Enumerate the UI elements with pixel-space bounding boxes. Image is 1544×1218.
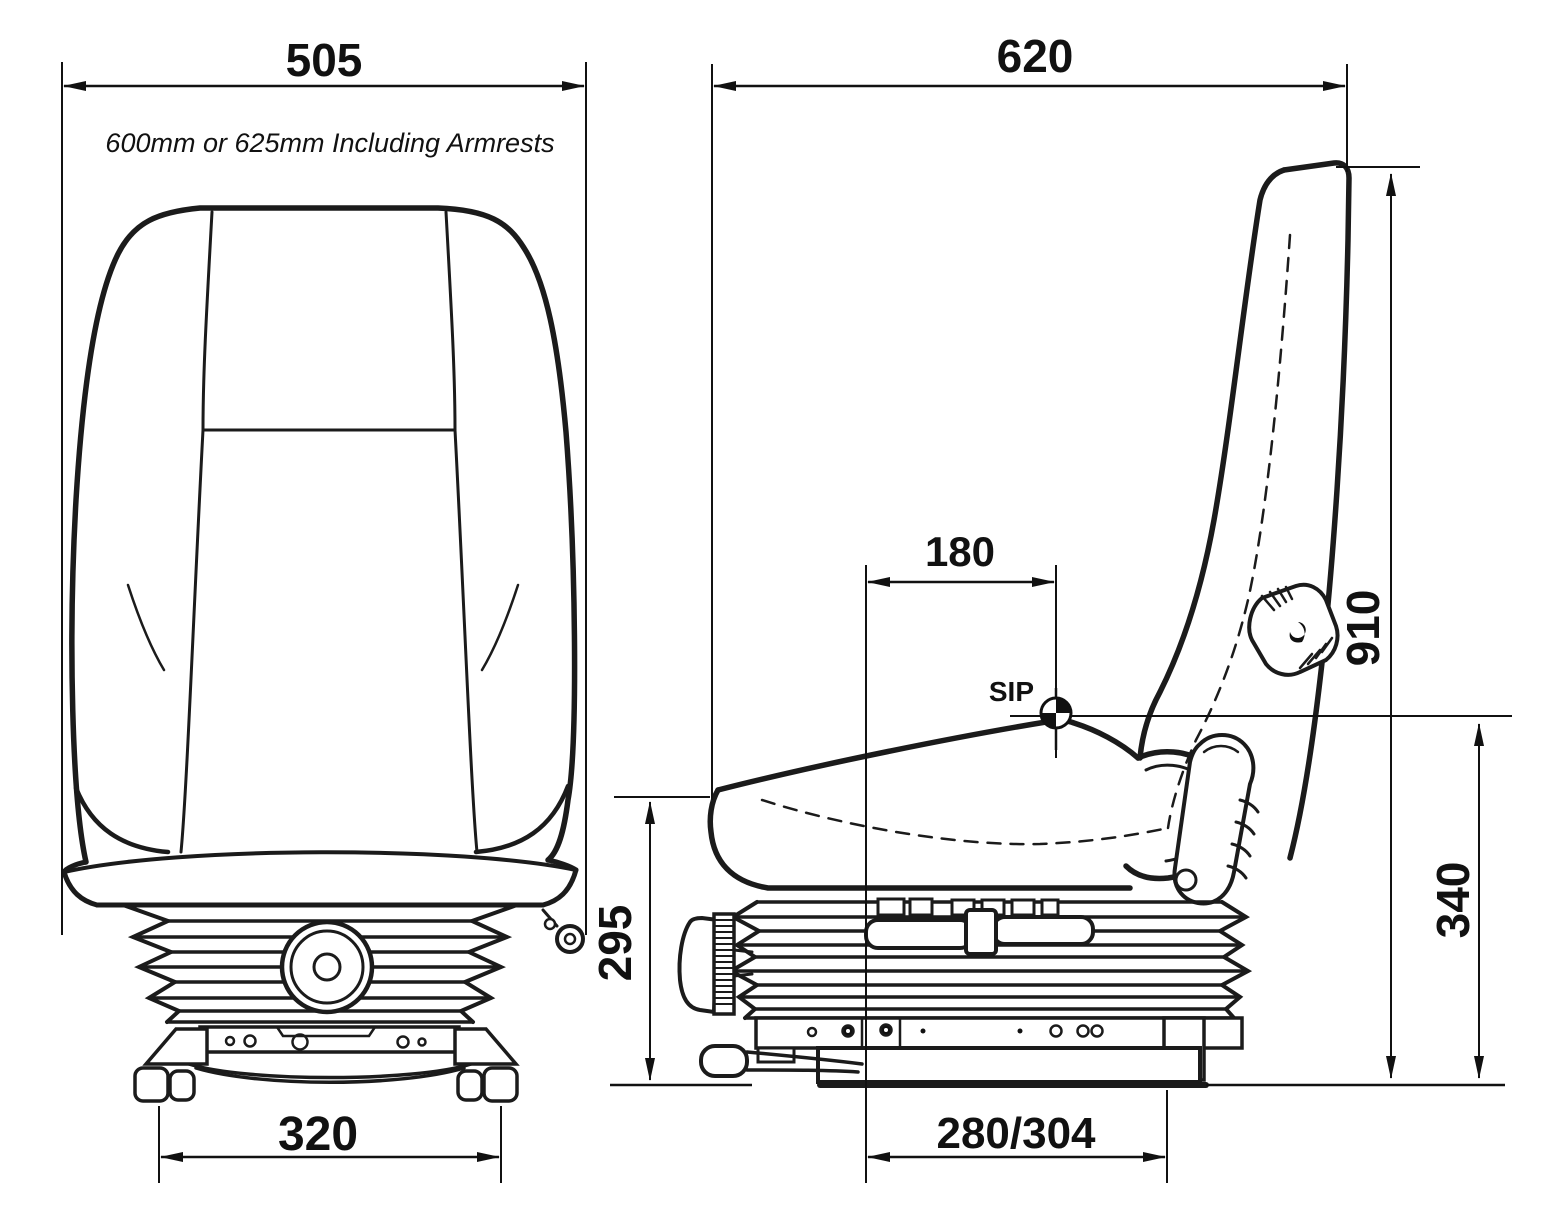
dimensions: 505 600mm or 625mm Including Armrests 62… bbox=[61, 30, 1512, 1183]
ring-fitting-icon bbox=[541, 908, 585, 954]
headrest-knob-icon bbox=[1247, 582, 1340, 677]
front-base bbox=[133, 1025, 520, 1103]
side-cushion bbox=[707, 717, 1232, 891]
label-sip-offset-180: 180 bbox=[925, 528, 995, 575]
label-base-height-295: 295 bbox=[589, 905, 641, 982]
front-bellows bbox=[121, 903, 585, 1024]
side-view bbox=[677, 160, 1352, 1088]
side-backrest bbox=[1137, 160, 1352, 861]
suspension-knob-icon bbox=[279, 919, 375, 1015]
sip-marker-icon bbox=[1039, 688, 1073, 750]
slide-lever bbox=[699, 1044, 864, 1078]
height-adjust-knob-icon bbox=[677, 912, 754, 1016]
front-view bbox=[61, 205, 585, 1103]
slide-mechanism bbox=[864, 897, 1095, 956]
label-rail-width-320: 320 bbox=[278, 1108, 358, 1161]
label-depth-620: 620 bbox=[997, 30, 1074, 82]
label-rail-length-280-304: 280/304 bbox=[936, 1109, 1096, 1158]
front-cushion bbox=[61, 783, 579, 908]
label-sip-height-340: 340 bbox=[1427, 862, 1479, 939]
recline-lever bbox=[1172, 733, 1260, 906]
front-backrest bbox=[69, 205, 578, 865]
label-width-note: 600mm or 625mm Including Armrests bbox=[105, 128, 554, 158]
side-base bbox=[754, 1016, 1244, 1088]
label-sip: SIP bbox=[989, 676, 1034, 707]
label-height-910: 910 bbox=[1337, 590, 1389, 667]
label-width-505: 505 bbox=[286, 34, 363, 86]
